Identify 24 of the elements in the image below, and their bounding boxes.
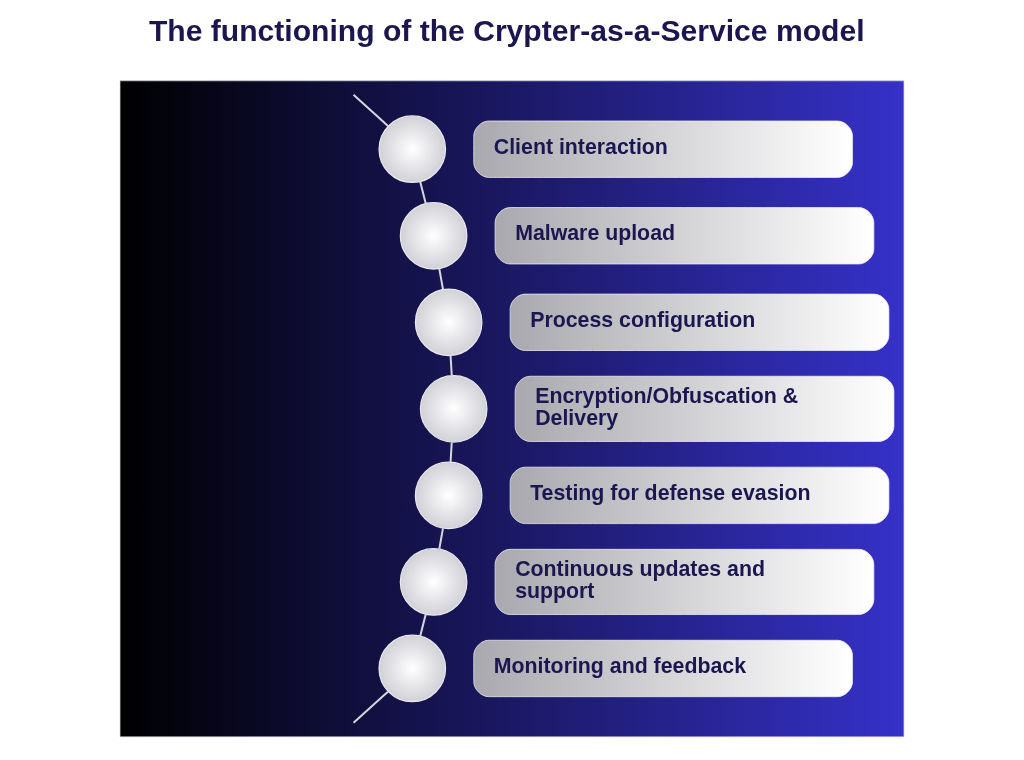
connector	[449, 355, 453, 376]
node-box: Encryption/Obfuscation & Delivery	[514, 375, 895, 442]
node-circle	[414, 461, 483, 530]
node-circle	[399, 201, 468, 270]
connector	[449, 442, 453, 463]
node-box: Testing for defense evasion	[509, 466, 890, 524]
node-box: Malware upload	[494, 207, 875, 265]
node-circle	[414, 288, 483, 357]
connector	[419, 181, 427, 204]
connector	[352, 690, 389, 724]
connector	[419, 614, 427, 637]
node-circle	[419, 375, 488, 443]
connector	[438, 528, 444, 550]
node-box: Continuous updates and support	[494, 548, 875, 615]
cluster	[119, 80, 905, 738]
node-box: Monitoring and feedback	[473, 639, 853, 698]
connector	[352, 94, 389, 127]
diagram-title: The functioning of the Crypter-as-a-Service model	[148, 13, 865, 47]
node-circle	[378, 115, 447, 184]
node-circle	[399, 548, 468, 616]
node-box: Process configuration	[509, 293, 890, 351]
connector	[438, 268, 444, 290]
node-circle	[378, 634, 447, 703]
node-box: Client interaction	[473, 120, 853, 178]
